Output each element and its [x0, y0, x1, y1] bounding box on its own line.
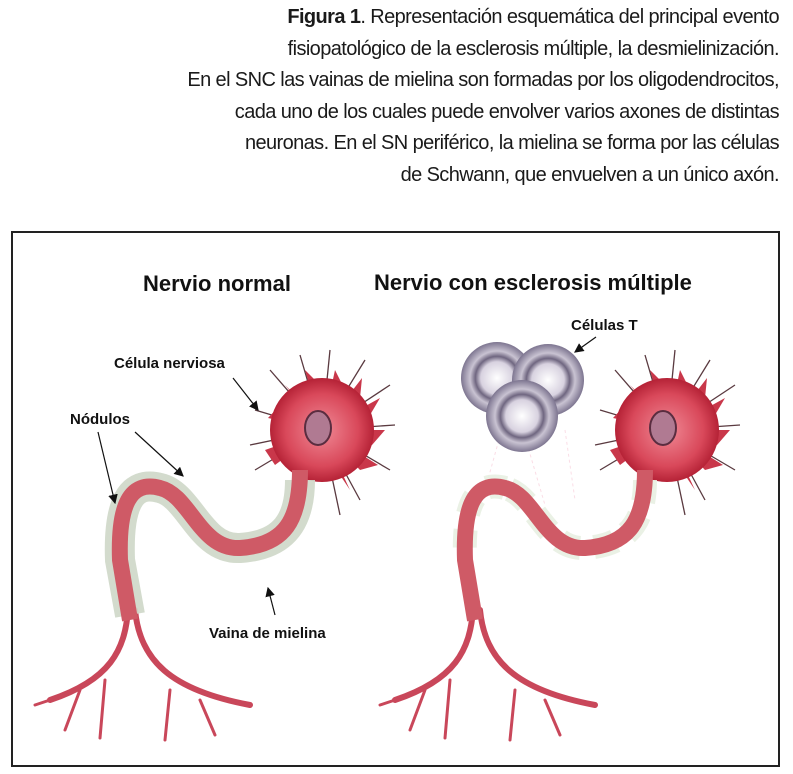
label-arrows	[97, 336, 597, 616]
label-myelin-sheath: Vaina de mielina	[209, 625, 326, 642]
axon	[111, 469, 308, 622]
figure-caption: Figura 1. Representación esquemática del…	[187, 2, 779, 191]
label-nerve-cell: Célula nerviosa	[114, 355, 226, 372]
caption-line: neuronas. En el SN periférico, la mielin…	[244, 132, 780, 154]
label-t-cells: Células T	[571, 317, 638, 334]
caption-line: En el SNC las vainas de mielina son form…	[187, 69, 779, 91]
caption-line: fisiopatológico de la esclerosis múltipl…	[287, 37, 780, 60]
title-ms: Nervio con esclerosis múltiple	[374, 270, 692, 295]
caption-line: de Schwann, que envuelven a un único axó…	[400, 163, 780, 186]
title-normal: Nervio normal	[143, 271, 291, 296]
label-nodes: Nódulos	[70, 411, 130, 428]
caption-line: . Representación esquemática del princip…	[360, 6, 779, 28]
normal-neuron	[35, 350, 395, 740]
figure-label: Figura 1	[287, 6, 361, 28]
figure-frame	[11, 231, 780, 767]
t-cells	[461, 342, 584, 452]
caption-line: cada uno de los cuales puede envolver va…	[234, 100, 780, 123]
